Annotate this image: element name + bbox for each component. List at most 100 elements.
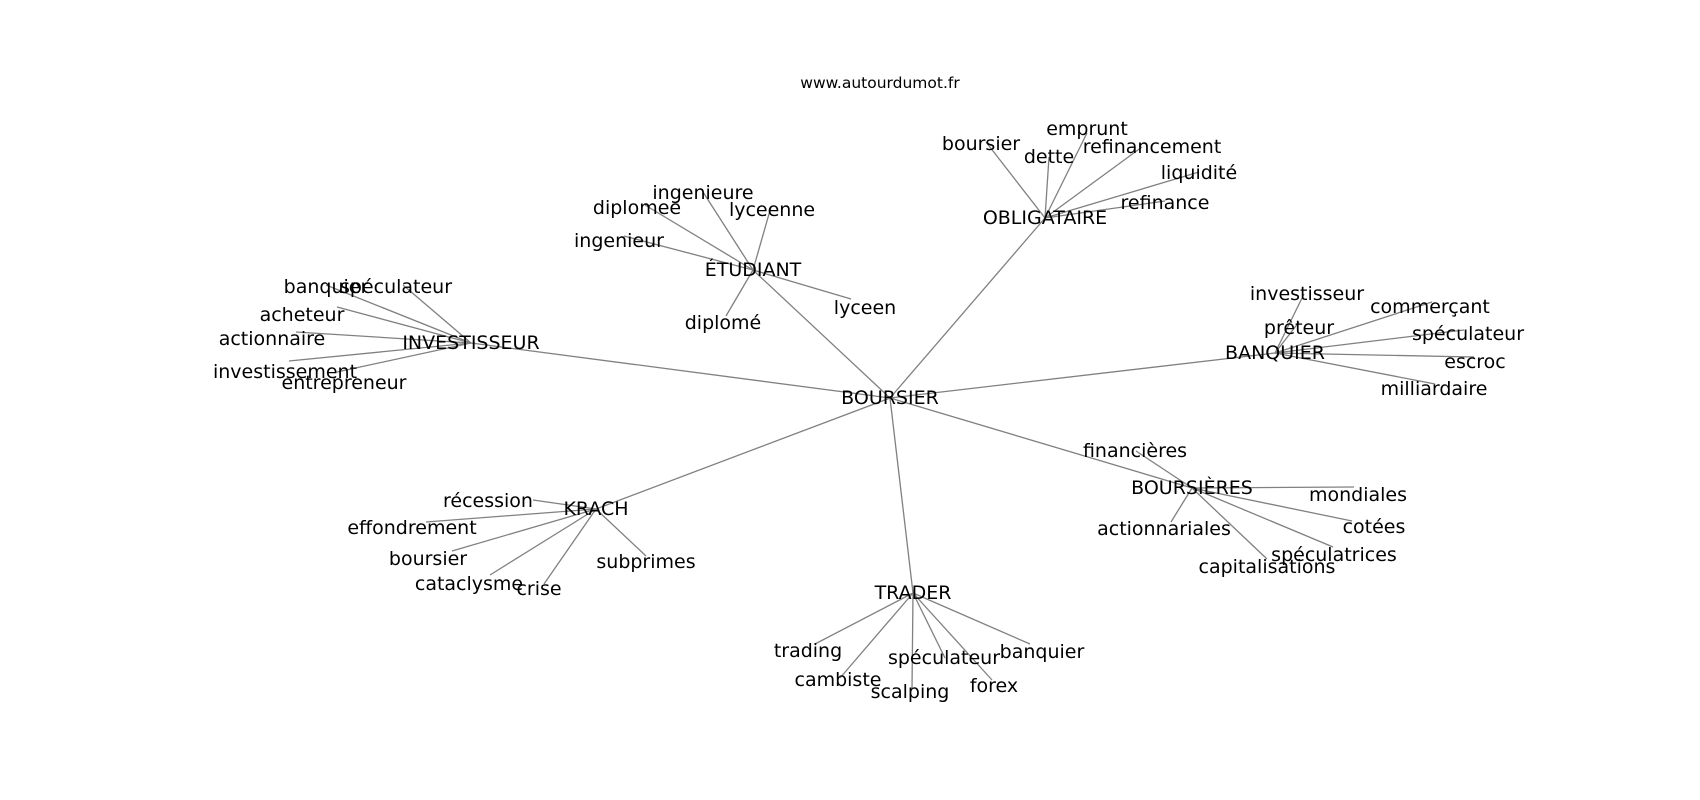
hub-leaf-edge (1274, 321, 1300, 354)
hub-node-label: KRACH (563, 498, 628, 520)
leaf-node-label: ingenieur (574, 230, 664, 252)
hub-leaf-edge (839, 592, 914, 679)
leaf-node-label: acheteur (260, 304, 345, 326)
leaf-node-label: boursier (942, 133, 1020, 155)
leaf-node-label: crise (516, 578, 561, 600)
hub-leaf-edge (752, 269, 852, 300)
leaf-node-label: capitalisations (1199, 556, 1336, 578)
hub-leaf-edge (912, 592, 993, 681)
hub-leaf-edge (595, 508, 647, 557)
leaf-node-label: scalping (871, 681, 950, 703)
hub-leaf-edge (402, 284, 472, 344)
source-credit: www.autourdumot.fr (800, 74, 960, 92)
root-node-label: BOURSIER (841, 387, 939, 409)
hub-node-label: TRADER (874, 582, 952, 604)
hub-leaf-edge (644, 204, 754, 271)
leaf-node-label: mondiales (1309, 484, 1407, 506)
edges-layer (288, 132, 1475, 690)
hub-leaf-edge (1274, 352, 1475, 358)
hub-leaf-edge (1170, 487, 1193, 523)
leaf-node-label: prêteur (1264, 317, 1334, 339)
leaf-node-label: banquier (284, 276, 369, 298)
hub-leaf-edge (1044, 156, 1050, 219)
leaf-node-label: spéculatrices (1271, 544, 1397, 566)
hub-leaf-edge (1044, 132, 1088, 219)
leaf-node-label: spéculateur (888, 647, 1000, 669)
hub-leaf-edge (1191, 487, 1268, 560)
leaf-node-label: lyceenne (729, 199, 815, 221)
leaf-node-label: actionnaire (219, 328, 326, 350)
leaf-node-label: trading (774, 640, 842, 662)
leaf-node-label: boursier (389, 548, 467, 570)
leaf-node-label: effondrement (347, 517, 476, 539)
hub-node-label: INVESTISSEUR (402, 332, 539, 354)
hub-leaf-edge (1044, 200, 1166, 219)
hub-leaf-edge (623, 235, 754, 271)
leaf-node-label: banquier (1000, 641, 1085, 663)
leaf-node-label: diplomee (593, 197, 681, 219)
hub-leaf-edge (295, 331, 472, 344)
hub-leaf-edge (814, 592, 914, 645)
leaf-node-label: cotées (1343, 516, 1406, 538)
leaf-node-label: milliardaire (1381, 378, 1488, 400)
leaf-node-label: investisseur (1250, 283, 1364, 305)
leaf-node-label: entrepreneur (282, 372, 407, 394)
hub-leaf-edge (1044, 146, 1143, 219)
leaf-node-label: escroc (1444, 351, 1506, 373)
hub-leaf-edge (1274, 329, 1465, 354)
hub-node-label: OBLIGATAIRE (983, 207, 1107, 229)
hub-leaf-edge (725, 269, 754, 317)
hub-leaf-edge (451, 508, 597, 552)
hub-leaf-edge (1191, 487, 1353, 522)
leaf-node-label: liquidité (1161, 162, 1237, 184)
hub-leaf-edge (325, 284, 472, 344)
leaf-node-label: commerçant (1370, 296, 1490, 318)
hub-leaf-edge (752, 206, 772, 271)
root-hub-edge (889, 352, 1276, 399)
hub-leaf-edge (912, 592, 946, 659)
hub-leaf-edge (1191, 486, 1355, 489)
hub-leaf-edge (702, 191, 754, 271)
hub-leaf-edge (1135, 450, 1193, 489)
leaf-node-label: lyceen (834, 297, 896, 319)
root-hub-edge (595, 397, 891, 510)
hub-leaf-edge (1044, 171, 1200, 219)
leaf-node-label: cambiste (795, 669, 882, 691)
leaf-node-label: refinancement (1083, 136, 1222, 158)
hub-leaf-edge (1274, 293, 1305, 354)
leaf-node-label: subprimes (596, 551, 695, 573)
leaf-node-label: récession (443, 490, 533, 512)
leaf-node-label: emprunt (1046, 118, 1128, 140)
hub-leaf-edge (912, 592, 1031, 645)
hub-leaf-edge (985, 141, 1046, 219)
hub-node-label: BOURSIÈRES (1131, 476, 1253, 499)
root-hub-edge (889, 217, 1046, 399)
hub-leaf-edge (489, 508, 597, 576)
root-hub-edge (752, 269, 891, 399)
root-hub-edge (470, 342, 891, 399)
hub-leaf-edge (1191, 487, 1334, 548)
hub-leaf-edge (425, 508, 597, 523)
leaf-node-label: financières (1083, 440, 1187, 462)
hub-leaf-edge (1274, 301, 1433, 354)
hub-leaf-edge (336, 342, 472, 373)
root-hub-edge (889, 397, 914, 594)
leaf-node-label: spéculateur (1412, 323, 1524, 345)
leaf-node-label: cataclysme (415, 573, 523, 595)
hub-leaf-edge (543, 508, 597, 585)
leaf-node-label: forex (970, 675, 1018, 697)
hub-leaf-edge (288, 342, 472, 362)
leaf-node-label: refinance (1121, 192, 1210, 214)
leaf-node-label: dette (1024, 146, 1074, 168)
leaf-node-label: diplomé (685, 312, 762, 334)
hub-leaf-edge (1274, 352, 1436, 385)
leaf-node-label: ingenieure (652, 182, 753, 204)
leaf-node-label: spéculateur (340, 276, 452, 298)
hub-leaf-edge (336, 306, 472, 344)
hub-leaf-edge (532, 499, 597, 510)
leaf-node-label: investissement (213, 361, 357, 383)
labels-layer: BOURSIERINVESTISSEURbanquierspéculateura… (213, 118, 1524, 703)
root-hub-edge (889, 397, 1193, 489)
hub-leaf-edge (911, 592, 914, 690)
